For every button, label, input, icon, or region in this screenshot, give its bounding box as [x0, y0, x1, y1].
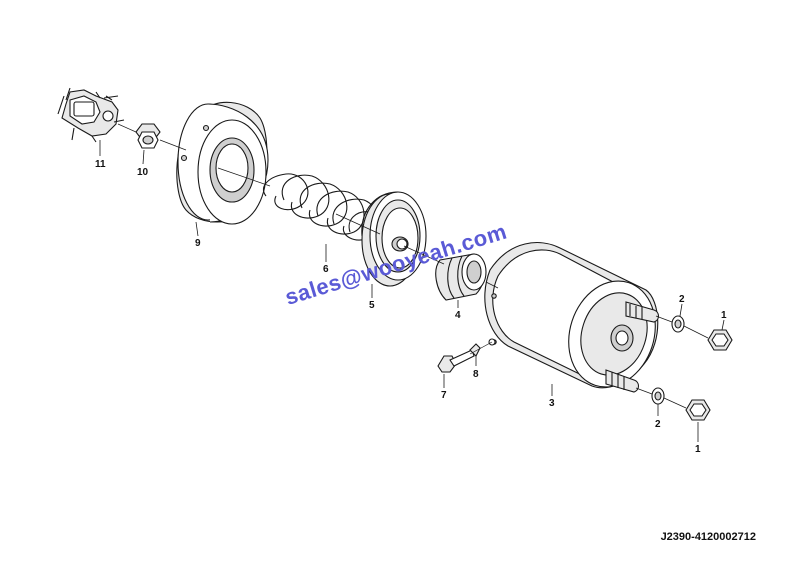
part-2-washer-upper [671, 315, 685, 333]
callout-2-upper: 2 [679, 294, 685, 305]
part-1-hex-nut-lower [685, 399, 711, 421]
part-9-end-cover [176, 101, 269, 225]
callout-leaders [99, 140, 725, 442]
part-5-piston [361, 191, 427, 287]
callout-8: 8 [473, 369, 479, 380]
part-10-hex-nut [135, 123, 161, 149]
callout-6: 6 [323, 264, 329, 275]
part-3-cylinder-housing [484, 242, 660, 393]
callout-1-upper: 1 [721, 310, 727, 321]
part-1-hex-nut-upper [707, 329, 733, 351]
drawing-number: J2390-4120002712 [660, 531, 756, 543]
callout-3: 3 [549, 398, 555, 409]
part-11-clevis-bracket [57, 87, 125, 143]
callout-2-lower: 2 [655, 419, 661, 430]
part-6-coil-spring [262, 173, 379, 241]
part-4-bushing [435, 253, 487, 301]
callout-5: 5 [369, 300, 375, 311]
part-8-pin [469, 338, 496, 357]
callout-7: 7 [441, 390, 447, 401]
callout-1-lower: 1 [695, 444, 701, 455]
assembly-axis-lines [117, 123, 709, 409]
callout-10: 10 [137, 167, 149, 178]
callout-labels: 11 10 9 6 5 4 7 8 3 2 1 2 1 [95, 159, 727, 455]
callout-4: 4 [455, 310, 461, 321]
part-7-bolt [437, 349, 475, 373]
callout-11: 11 [95, 159, 106, 170]
part-2-washer-lower [651, 387, 665, 405]
callout-9: 9 [195, 238, 201, 249]
